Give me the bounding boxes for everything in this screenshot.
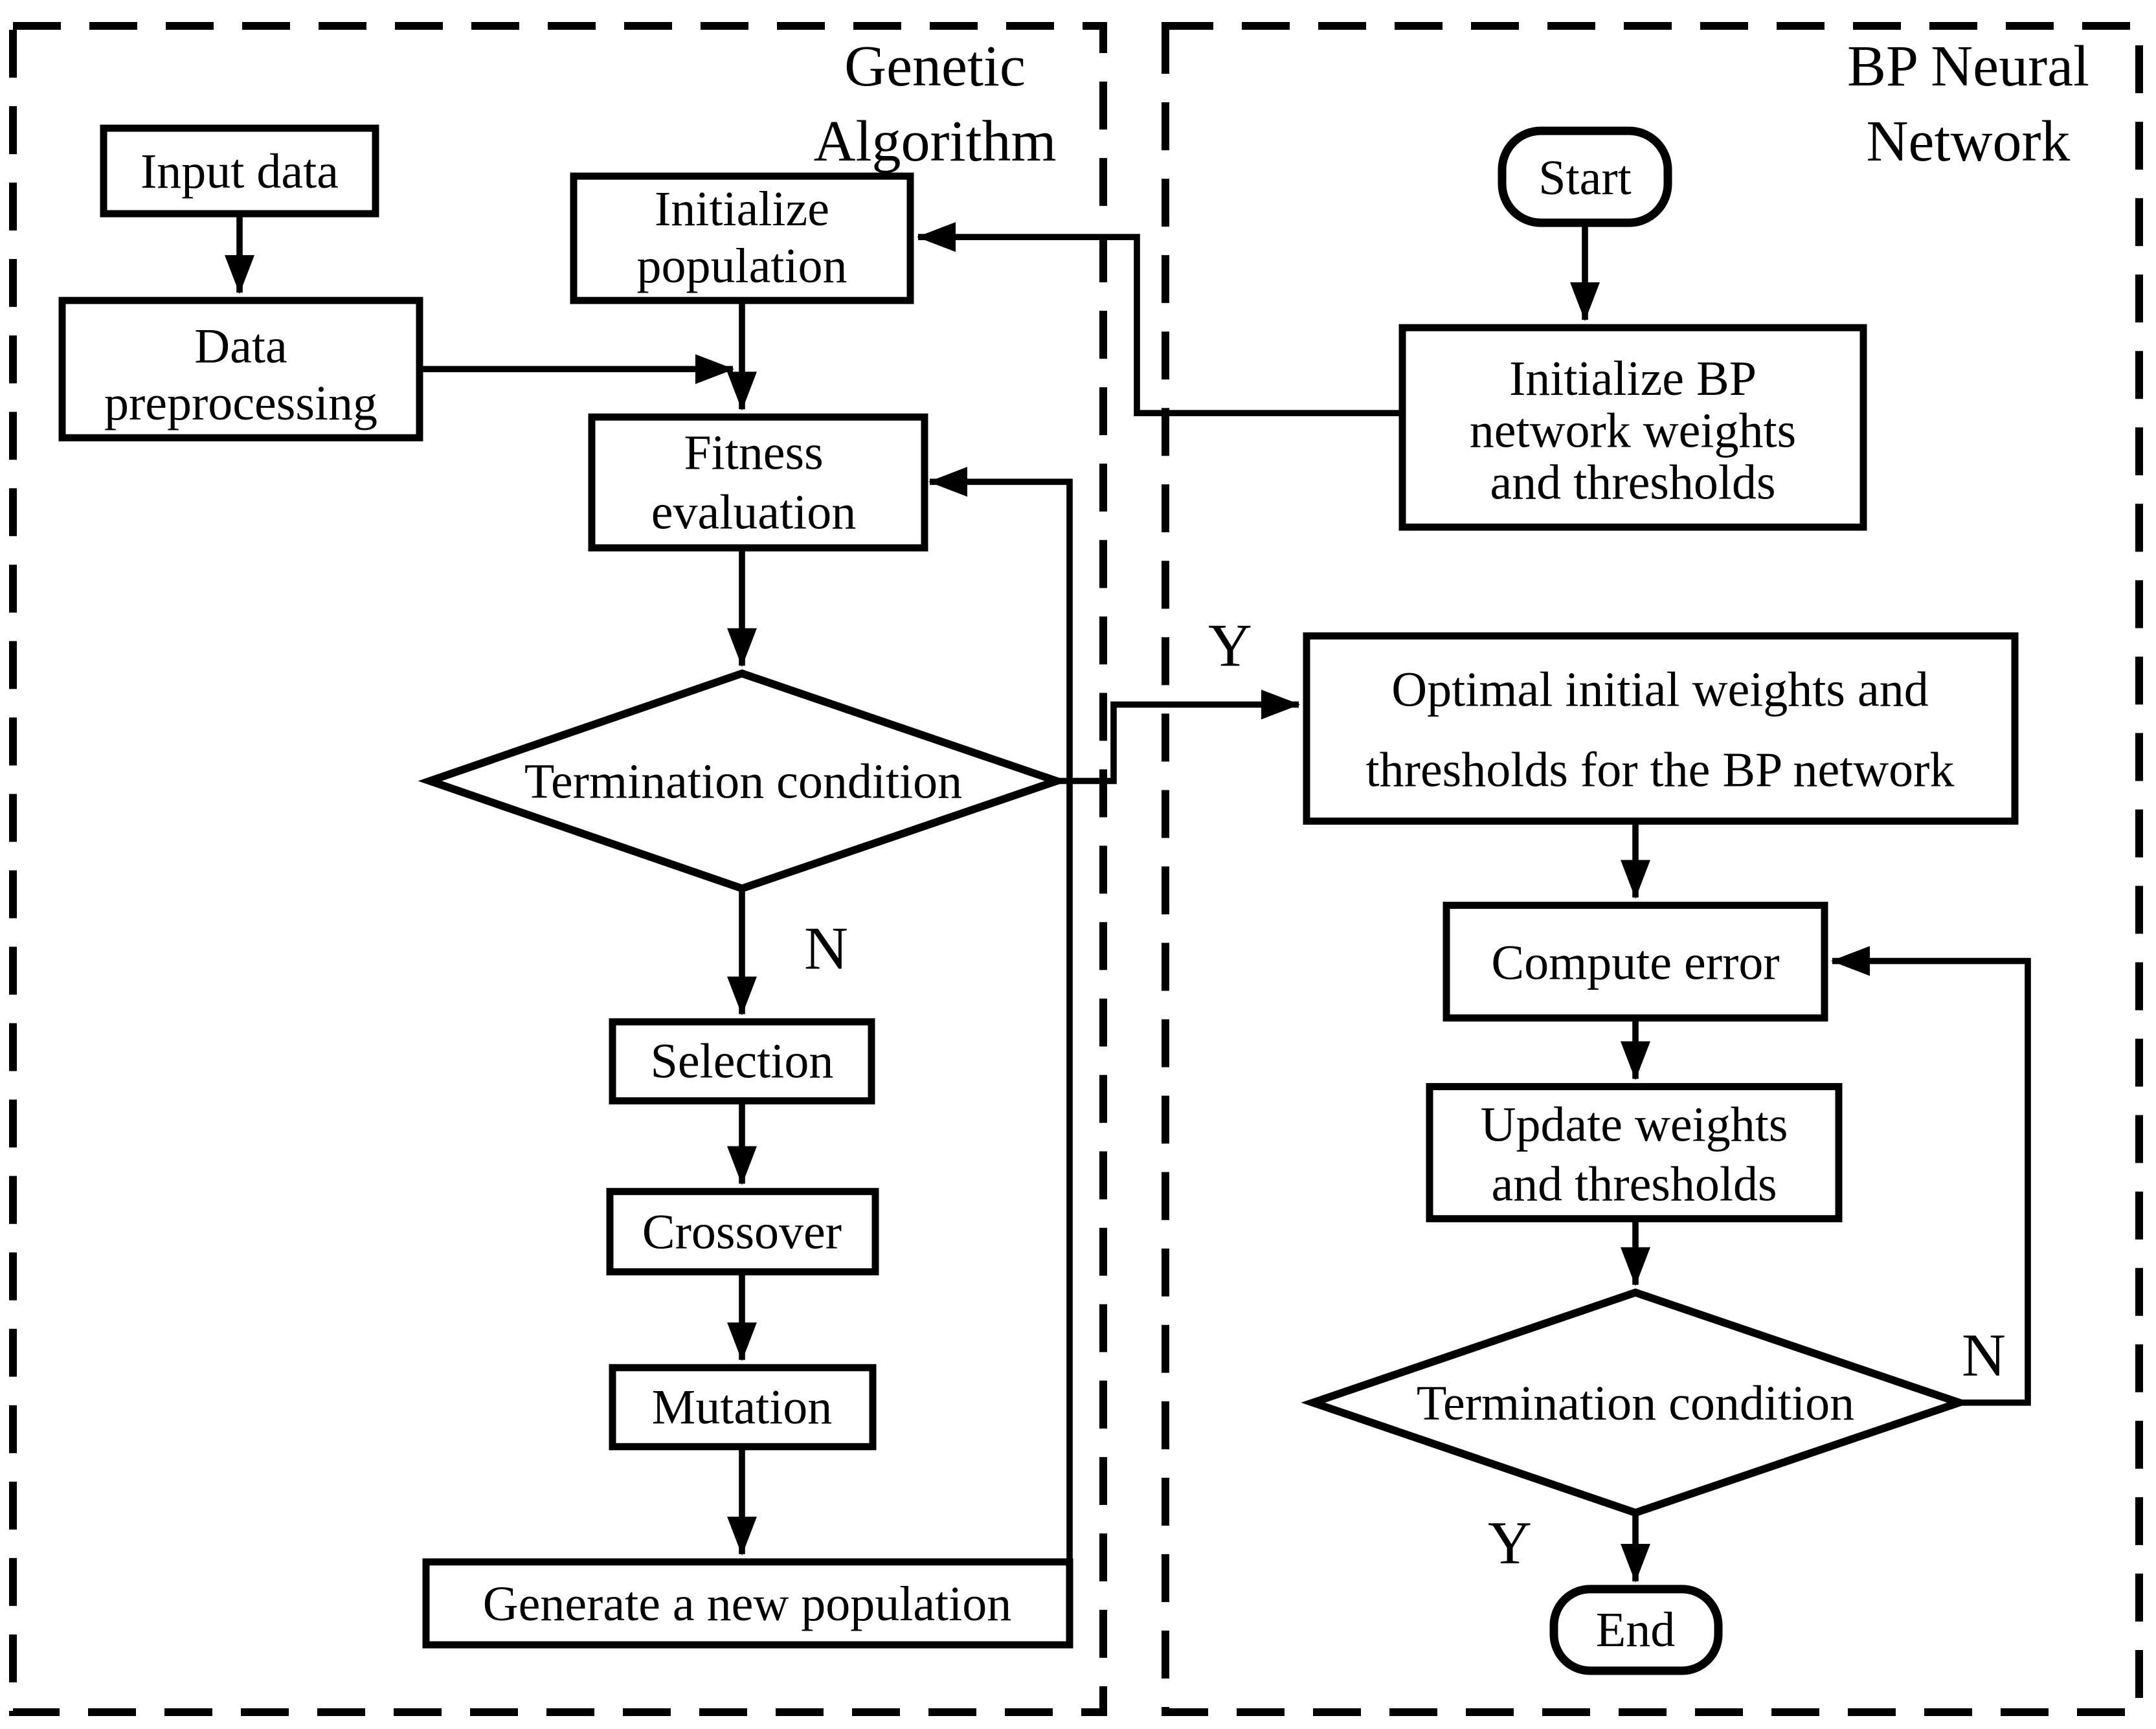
genetic-algorithm-title-line2: Algorithm: [814, 109, 1057, 173]
ga-yes-label: Y: [1208, 612, 1252, 679]
start-label: Start: [1538, 151, 1632, 205]
crossover-node: Crossover: [606, 1188, 879, 1276]
mutation-box: [609, 1364, 877, 1451]
initialize-population-label-line2: population: [636, 239, 847, 293]
generate-new-population-node: Generate a new population: [422, 1558, 1073, 1649]
genetic-algorithm-title-line1: Genetic: [844, 34, 1026, 98]
end-shape: [1549, 1585, 1723, 1675]
fitness-evaluation-label-line2: evaluation: [651, 485, 856, 539]
update-weights-label-line1: Update weights: [1481, 1098, 1788, 1152]
initialize-bp-network-label-line1: Initialize BP: [1509, 351, 1757, 406]
start-shape: [1498, 126, 1672, 227]
edge-bp-termination-no-to-compute-error: [1831, 946, 2031, 1406]
ga-termination-node: Termination condition: [418, 669, 1069, 893]
end-label: End: [1596, 1603, 1675, 1657]
edge-initbp-to-initpop: [917, 222, 1402, 417]
bp-neural-network-title-line2: Network: [1867, 109, 2071, 173]
bp-termination-node: Termination condition: [1301, 1288, 1971, 1517]
data-preprocessing-label-line2: preprocessing: [104, 376, 377, 430]
data-preprocessing-box: [58, 296, 423, 441]
initialize-bp-network-label-line2: network weights: [1470, 403, 1796, 458]
update-weights-box: [1426, 1083, 1843, 1223]
selection-label: Selection: [651, 1034, 834, 1089]
end-node: End: [1549, 1585, 1723, 1675]
data-preprocessing-label-line1: Data: [194, 319, 287, 374]
mutation-label: Mutation: [652, 1380, 833, 1434]
bp-termination-label: Termination condition: [1417, 1376, 1854, 1431]
data-preprocessing-node: Data preprocessing: [58, 296, 423, 441]
bp-no-label: N: [1962, 1322, 2006, 1389]
ga-termination-diamond: [418, 669, 1069, 893]
mutation-node: Mutation: [609, 1364, 877, 1451]
input-data-node: Input data: [100, 124, 379, 218]
generate-new-population-box: [422, 1558, 1073, 1649]
optimal-weights-label-line2: thresholds for the BP network: [1366, 742, 1955, 797]
input-data-label: Input data: [140, 144, 339, 199]
fitness-evaluation-label-line1: Fitness: [684, 425, 823, 480]
compute-error-box: [1443, 902, 1828, 1022]
optimal-weights-node: Optimal initial weights and thresholds f…: [1303, 632, 2019, 825]
compute-error-node: Compute error: [1443, 902, 1828, 1022]
initialize-bp-network-label-line3: and thresholds: [1490, 455, 1775, 509]
bp-neural-network-title-line1: BP Neural: [1847, 34, 2089, 98]
optimal-weights-box: [1303, 632, 2019, 825]
generate-new-population-label: Generate a new population: [483, 1577, 1012, 1631]
initialize-bp-network-box: [1398, 324, 1867, 531]
ga-termination-label: Termination condition: [524, 754, 962, 809]
edge-generate-loop-to-fitness: [928, 467, 1073, 1562]
fitness-evaluation-node: Fitness evaluation: [588, 413, 928, 552]
edge-ga-termination-yes-to-optimal: [1057, 689, 1300, 785]
crossover-label: Crossover: [642, 1205, 842, 1260]
start-node: Start: [1498, 126, 1672, 227]
compute-error-label: Compute error: [1491, 936, 1779, 990]
initialize-population-label-line1: Initialize: [655, 182, 829, 236]
input-data-box: [100, 124, 379, 218]
genetic-algorithm-panel-border: [9, 22, 1107, 1716]
selection-node: Selection: [609, 1018, 875, 1105]
bp-termination-diamond: [1301, 1288, 1971, 1517]
update-weights-node: Update weights and thresholds: [1426, 1083, 1843, 1223]
initialize-population-box: [570, 172, 914, 304]
ga-no-label: N: [804, 915, 848, 983]
optimal-weights-label-line1: Optimal initial weights and: [1391, 662, 1928, 717]
bp-yes-label: Y: [1488, 1510, 1532, 1577]
update-weights-label-line2: and thresholds: [1491, 1157, 1777, 1212]
initialize-bp-network-node: Initialize BP network weights and thresh…: [1398, 324, 1867, 531]
selection-box: [609, 1018, 875, 1105]
initialize-population-node: Initialize population: [570, 172, 914, 304]
bp-neural-network-panel-border: [1162, 22, 2143, 1716]
crossover-box: [606, 1188, 879, 1276]
fitness-evaluation-box: [588, 413, 928, 552]
